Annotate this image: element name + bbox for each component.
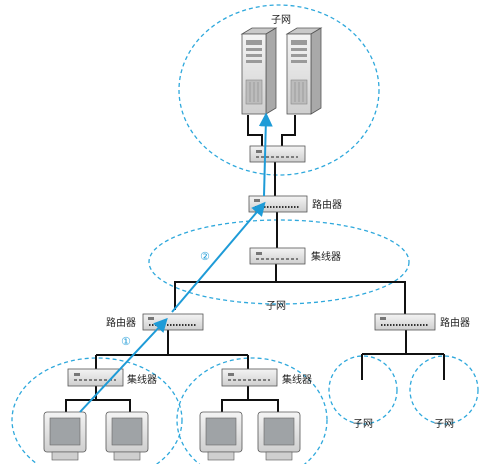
server-left[interactable]	[240, 27, 278, 115]
subnet-right-1-label: 子网	[353, 418, 373, 430]
router-left[interactable]	[142, 313, 204, 331]
subnet-right-2-outline	[409, 355, 479, 425]
hub-mid-label: 集线器	[311, 250, 341, 263]
routing-path	[79, 112, 273, 413]
pc-3[interactable]	[199, 411, 243, 461]
subnet-mid-label: 子网	[266, 300, 286, 312]
cables	[65, 115, 445, 412]
router-left-label: 路由器	[106, 316, 136, 329]
pc-4[interactable]	[257, 411, 301, 461]
router-top-label: 路由器	[312, 198, 342, 211]
subnet-top-label: 子网	[271, 14, 291, 26]
router-right-label: 路由器	[440, 316, 470, 329]
subnet-bottom-left-outline	[11, 357, 183, 464]
subnet-right-1-outline	[328, 355, 398, 425]
subnet-mid-outline	[148, 219, 410, 305]
pc-2[interactable]	[105, 411, 149, 461]
step-1-marker: ①	[121, 335, 131, 348]
hub-center[interactable]	[221, 368, 278, 387]
subnet-top-outline	[178, 4, 380, 176]
hub-center-label: 集线器	[282, 373, 312, 386]
step-2-marker: ②	[200, 250, 210, 263]
hub-mid[interactable]	[249, 247, 306, 265]
server-right[interactable]	[285, 27, 323, 115]
subnet-bottom-center-outline	[176, 357, 328, 464]
hub-left[interactable]	[67, 368, 124, 387]
subnet-outlines	[11, 4, 479, 464]
path-segment-router-to-router	[171, 201, 266, 313]
path-segment-router-to-server	[258, 112, 273, 197]
router-right[interactable]	[374, 313, 436, 331]
subnet-right-2-label: 子网	[434, 418, 454, 430]
hub-top[interactable]	[249, 145, 306, 163]
pc-1[interactable]	[43, 411, 87, 461]
path-segment-pc-to-router	[79, 317, 168, 413]
hub-left-label: 集线器	[127, 373, 157, 386]
